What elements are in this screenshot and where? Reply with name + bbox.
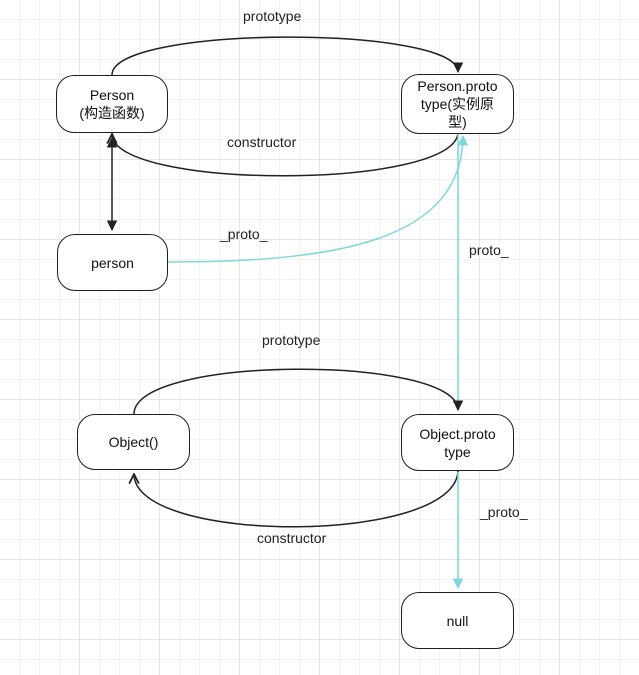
label-object-proto-to-null: _proto_	[480, 504, 528, 520]
label-person-constructor: constructor	[227, 134, 297, 150]
node-object-prototype[interactable]: Object.proto type	[401, 414, 514, 471]
edge-object-constructor	[134, 469, 459, 528]
edge-person-constructor	[112, 131, 459, 177]
label-person-instance-proto: _proto_	[220, 226, 268, 242]
node-object-constructor[interactable]: Object()	[77, 414, 190, 470]
label-object-constructor: constructor	[257, 530, 327, 546]
node-null[interactable]: null	[401, 592, 514, 649]
node-person-prototype[interactable]: Person.proto type(实例原 型)	[401, 74, 514, 134]
label-object-prototype: prototype	[262, 332, 321, 348]
node-person-instance[interactable]: person	[57, 234, 168, 291]
edge-person-instance-proto	[167, 134, 469, 263]
label-person-proto-to-object-proto: proto_	[469, 242, 509, 258]
edge-person-prototype	[111, 36, 464, 76]
edge-object-prototype	[133, 368, 464, 415]
label-person-prototype: prototype	[243, 8, 302, 24]
node-person-constructor[interactable]: Person (构造函数)	[56, 75, 168, 133]
